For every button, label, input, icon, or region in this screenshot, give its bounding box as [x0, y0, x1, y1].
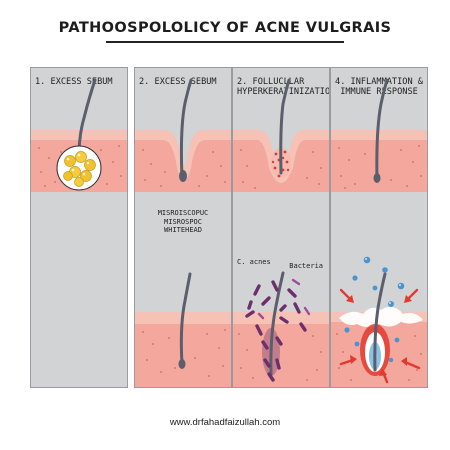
- c-acnes-label: C. acnes: [237, 258, 271, 266]
- whitehead-label: MISROISCOPUC MISROSPOC WHITEHEAD: [137, 209, 229, 235]
- panel-1-title: 1. EXCESS SEBUM: [35, 77, 113, 87]
- panel-follicular-hyperkeratinization: 2. FOLLUCLLAR HYPERKERATINIZATION: [232, 67, 330, 388]
- panel-3-title: 2. FOLLUCLLAR HYPERKERATINIZATION: [237, 77, 330, 97]
- panel-1-illustration: [31, 78, 127, 192]
- whitehead-label-line-1: MISROISCOPUC: [157, 209, 209, 217]
- footer-website: www.drfahadfaizullah.com: [169, 417, 281, 428]
- panel-2-illustration: [135, 78, 231, 387]
- whitehead-label-line-2: MISROSPOC: [164, 217, 202, 226]
- panel-4-title: 4. INFLAMMATION & IMMUNE RESPONSE: [335, 77, 423, 97]
- title-underline: [106, 41, 344, 43]
- whitehead-label-line-3: WHITEHEAD: [164, 226, 202, 234]
- bacteria-label: Bacteria: [289, 262, 323, 270]
- panel-excess-sebum-1: 1. EXCESS SEBUM: [30, 67, 128, 388]
- panel-2-title: 2. EXCESS SEBUM: [139, 77, 217, 87]
- panel-3-illustration: [233, 78, 329, 387]
- page-title: PATHOOSPOLOLICY OF ACNE VULGRAIS: [58, 20, 392, 36]
- panel-inflammation-immune-response: 4. INFLAMMATION & IMMUNE RESPONSE: [330, 67, 428, 388]
- panel-4-illustration: [331, 78, 427, 387]
- panel-excess-sebum-2: 2. EXCESS SEBUM MISROISCOPUC MISROSPOC W…: [134, 67, 232, 388]
